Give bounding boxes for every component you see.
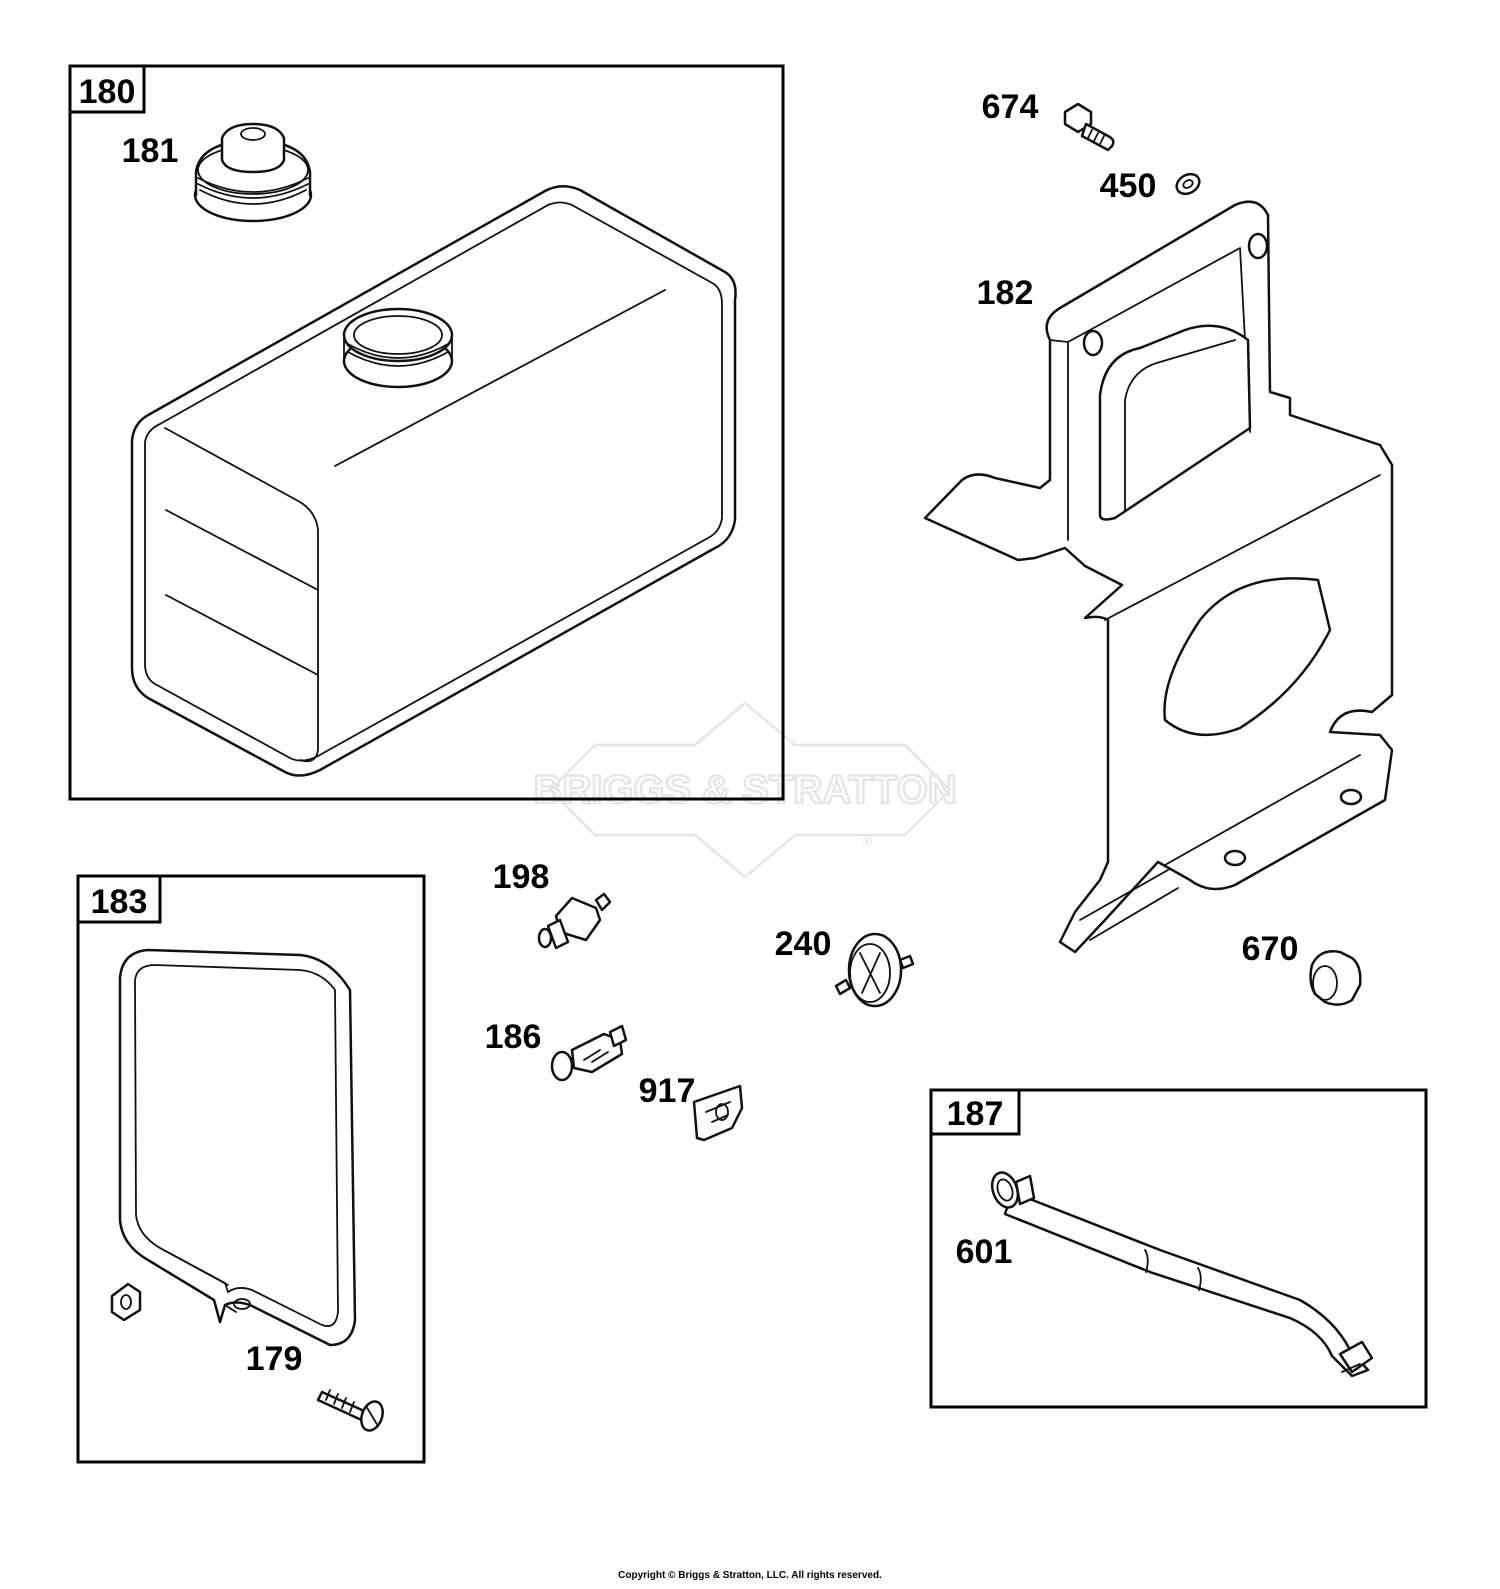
fuel-tank-part bbox=[130, 185, 737, 777]
callout-917: 917 bbox=[639, 1072, 696, 1110]
group-label-183: 183 bbox=[91, 883, 148, 921]
spacer-part-670 bbox=[1309, 950, 1362, 1006]
fitting-part-198 bbox=[537, 892, 612, 950]
square-nut-part bbox=[110, 1282, 142, 1322]
watermark-text: BRIGGS & STRATTON bbox=[534, 768, 957, 812]
callout-450: 450 bbox=[1100, 167, 1157, 205]
watermark-mark: ® bbox=[863, 834, 872, 848]
callout-186: 186 bbox=[485, 1018, 542, 1056]
clip-part-917 bbox=[692, 1084, 744, 1142]
callout-674: 674 bbox=[982, 88, 1039, 126]
brand-watermark: BRIGGS & STRATTON ® bbox=[532, 701, 958, 879]
screw-part-179 bbox=[316, 1389, 384, 1432]
fitting-part-186 bbox=[550, 1024, 628, 1082]
washer-part-450 bbox=[1175, 172, 1201, 196]
callout-179: 179 bbox=[246, 1340, 303, 1378]
group-187: 187 bbox=[929, 1088, 1428, 1409]
group-label-187: 187 bbox=[947, 1095, 1004, 1133]
callout-198: 198 bbox=[493, 858, 550, 896]
group-label-180: 180 bbox=[79, 73, 136, 111]
tank-strap-part bbox=[118, 948, 357, 1347]
bolt-part-674 bbox=[1063, 102, 1115, 152]
tank-bracket-part bbox=[923, 200, 1394, 954]
callout-181: 181 bbox=[122, 132, 179, 170]
group-183: 183 bbox=[76, 874, 426, 1464]
callout-670: 670 bbox=[1242, 930, 1299, 968]
callout-601: 601 bbox=[956, 1233, 1013, 1271]
callout-240: 240 bbox=[775, 925, 832, 963]
group-180: 180 bbox=[68, 64, 785, 801]
copyright-notice: Copyright © Briggs & Stratton, LLC. All … bbox=[618, 1570, 882, 1581]
callout-182: 182 bbox=[977, 274, 1034, 312]
fuel-cap-part bbox=[193, 122, 313, 223]
fuel-line-part bbox=[990, 1171, 1374, 1378]
fuel-filter-part bbox=[834, 932, 915, 1008]
